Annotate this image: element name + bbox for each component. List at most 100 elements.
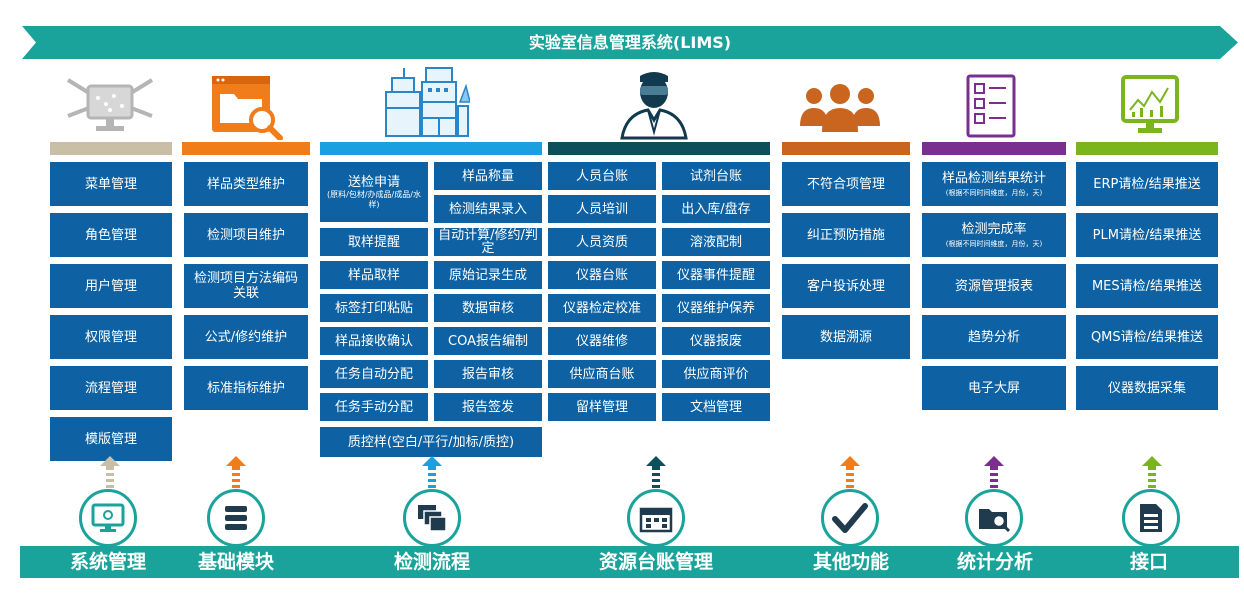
instrument-data-box[interactable]: 仪器数据采集 xyxy=(1076,366,1218,410)
big-screen-box[interactable]: 电子大屏 xyxy=(922,366,1066,410)
title-banner: 实验室信息管理系统(LIMS) xyxy=(22,26,1238,59)
instrument-scrap-box[interactable]: 仪器报废 xyxy=(662,327,770,355)
supplier-ledger-box[interactable]: 供应商台账 xyxy=(548,360,656,388)
sample-receive-box[interactable]: 样品接收确认 xyxy=(320,327,428,355)
label-print-box[interactable]: 标签打印粘贴 xyxy=(320,294,428,322)
qms-interface-box[interactable]: QMS请检/结果推送 xyxy=(1076,315,1218,359)
coa-report-box[interactable]: COA报告编制 xyxy=(434,327,542,355)
nonconformity-box[interactable]: 不符合项管理 xyxy=(782,162,910,206)
reagent-ledger-box[interactable]: 试剂台账 xyxy=(662,162,770,190)
test-item-box[interactable]: 检测项目维护 xyxy=(184,213,308,257)
header-bar-stats xyxy=(922,142,1066,155)
up-arrow-icon xyxy=(646,456,666,488)
menu-management-box[interactable]: 菜单管理 xyxy=(50,162,172,206)
plm-interface-box[interactable]: PLM请检/结果推送 xyxy=(1076,213,1218,257)
chart-monitor-icon xyxy=(1121,75,1179,133)
data-review-box[interactable]: 数据审核 xyxy=(434,294,542,322)
retained-sample-box[interactable]: 留样管理 xyxy=(548,393,656,421)
qc-sample-box[interactable]: 质控样(空白/平行/加标/质控) xyxy=(320,427,542,457)
instrument-repair-box[interactable]: 仪器维修 xyxy=(548,327,656,355)
resource-report-box[interactable]: 资源管理报表 xyxy=(922,264,1066,308)
lab-equipment-icon xyxy=(385,67,470,137)
customer-complaint-box[interactable]: 客户投诉处理 xyxy=(782,264,910,308)
raw-record-box[interactable]: 原始记录生成 xyxy=(434,261,542,289)
header-bar-resource xyxy=(548,142,770,155)
category-system: 系统管理 xyxy=(69,551,146,573)
role-management-box[interactable]: 角色管理 xyxy=(50,213,172,257)
erp-interface-box[interactable]: ERP请检/结果推送 xyxy=(1076,162,1218,206)
sample-stats-box[interactable]: 样品检测结果统计 (根据不同时间维度，月份，天) xyxy=(922,162,1066,206)
folder-search-icon xyxy=(212,76,283,140)
permission-management-box[interactable]: 权限管理 xyxy=(50,315,172,359)
team-icon xyxy=(800,84,880,132)
category-interface: 接口 xyxy=(1129,551,1168,573)
trend-analysis-box[interactable]: 趋势分析 xyxy=(922,315,1066,359)
document-management-box[interactable]: 文档管理 xyxy=(662,393,770,421)
other-circle xyxy=(821,489,879,547)
template-management-box[interactable]: 模版管理 xyxy=(50,417,172,461)
report-review-box[interactable]: 报告审核 xyxy=(434,360,542,388)
sampling-box[interactable]: 样品取样 xyxy=(320,261,428,289)
instrument-ledger-box[interactable]: 仪器台账 xyxy=(548,261,656,289)
header-bar-testing xyxy=(320,142,542,155)
category-bar xyxy=(20,546,1239,578)
database-icon xyxy=(225,506,247,530)
result-entry-box[interactable]: 检测结果录入 xyxy=(434,195,542,223)
up-arrow-icon xyxy=(100,456,120,488)
category-basic: 基础模块 xyxy=(197,551,274,573)
test-method-link-box[interactable]: 检测项目方法编码关联 xyxy=(184,264,308,308)
sample-stats-sub: (根据不同时间维度，月份，天) xyxy=(945,188,1043,197)
header-bar-basic xyxy=(182,142,310,155)
building-icon xyxy=(639,507,673,533)
system-circle xyxy=(79,489,137,547)
scientist-icon xyxy=(620,72,688,140)
formula-box[interactable]: 公式/修约维护 xyxy=(184,315,308,359)
user-management-box[interactable]: 用户管理 xyxy=(50,264,172,308)
document-stack-icon xyxy=(1140,504,1162,532)
report-sign-box[interactable]: 报告签发 xyxy=(434,393,542,421)
stats-circle xyxy=(965,489,1023,547)
category-testing: 检测流程 xyxy=(393,551,470,573)
staff-training-box[interactable]: 人员培训 xyxy=(548,195,656,223)
checklist-icon xyxy=(966,74,1016,138)
auto-calc-box[interactable]: 自动计算/修约/判定 xyxy=(434,228,542,256)
sample-weighing-box[interactable]: 样品称量 xyxy=(434,162,542,190)
computer-icon xyxy=(91,503,125,532)
data-trace-box[interactable]: 数据溯源 xyxy=(782,315,910,359)
task-auto-assign-box[interactable]: 任务自动分配 xyxy=(320,360,428,388)
checkmark-icon xyxy=(832,503,868,533)
send-test-request-box[interactable]: 送检申请 (原料/包材/办成品/成品/水样) xyxy=(320,162,428,222)
header-bar-interface xyxy=(1076,142,1218,155)
task-manual-assign-box[interactable]: 任务手动分配 xyxy=(320,393,428,421)
testing-circle xyxy=(403,489,461,547)
mes-interface-box[interactable]: MES请检/结果推送 xyxy=(1076,264,1218,308)
resource-circle xyxy=(627,489,685,547)
supplier-eval-box[interactable]: 供应商评价 xyxy=(662,360,770,388)
send-test-request-label: 送检申请 xyxy=(347,174,400,190)
solution-prep-box[interactable]: 溶液配制 xyxy=(662,228,770,256)
sample-type-box[interactable]: 样品类型维护 xyxy=(184,162,308,206)
instrument-maintenance-box[interactable]: 仪器维护保养 xyxy=(662,294,770,322)
instrument-event-box[interactable]: 仪器事件提醒 xyxy=(662,261,770,289)
header-bar-system xyxy=(50,142,172,155)
up-arrow-icon xyxy=(422,456,442,488)
up-arrow-icon xyxy=(984,456,1004,488)
completion-rate-sub: (根据不同时间维度，月份，天) xyxy=(945,239,1043,248)
inventory-box[interactable]: 出入库/盘存 xyxy=(662,195,770,223)
instrument-calibration-box[interactable]: 仪器检定校准 xyxy=(548,294,656,322)
network-monitor-icon xyxy=(66,78,154,131)
up-arrow-icon xyxy=(1142,456,1162,488)
sample-stats-label: 样品检测结果统计 xyxy=(941,170,1046,186)
system-title: 实验室信息管理系统(LIMS) xyxy=(528,33,732,52)
sampling-reminder-box[interactable]: 取样提醒 xyxy=(320,228,428,256)
send-test-request-sub: (原料/包材/办成品/成品/水样) xyxy=(327,189,421,209)
staff-ledger-box[interactable]: 人员台账 xyxy=(548,162,656,190)
category-stats: 统计分析 xyxy=(956,551,1033,573)
completion-rate-box[interactable]: 检测完成率 (根据不同时间维度，月份，天) xyxy=(922,213,1066,257)
category-other: 其他功能 xyxy=(812,551,889,573)
standard-index-box[interactable]: 标准指标维护 xyxy=(184,366,308,410)
stack-windows-icon xyxy=(418,505,447,532)
workflow-management-box[interactable]: 流程管理 xyxy=(50,366,172,410)
staff-qualification-box[interactable]: 人员资质 xyxy=(548,228,656,256)
capa-box[interactable]: 纠正预防措施 xyxy=(782,213,910,257)
